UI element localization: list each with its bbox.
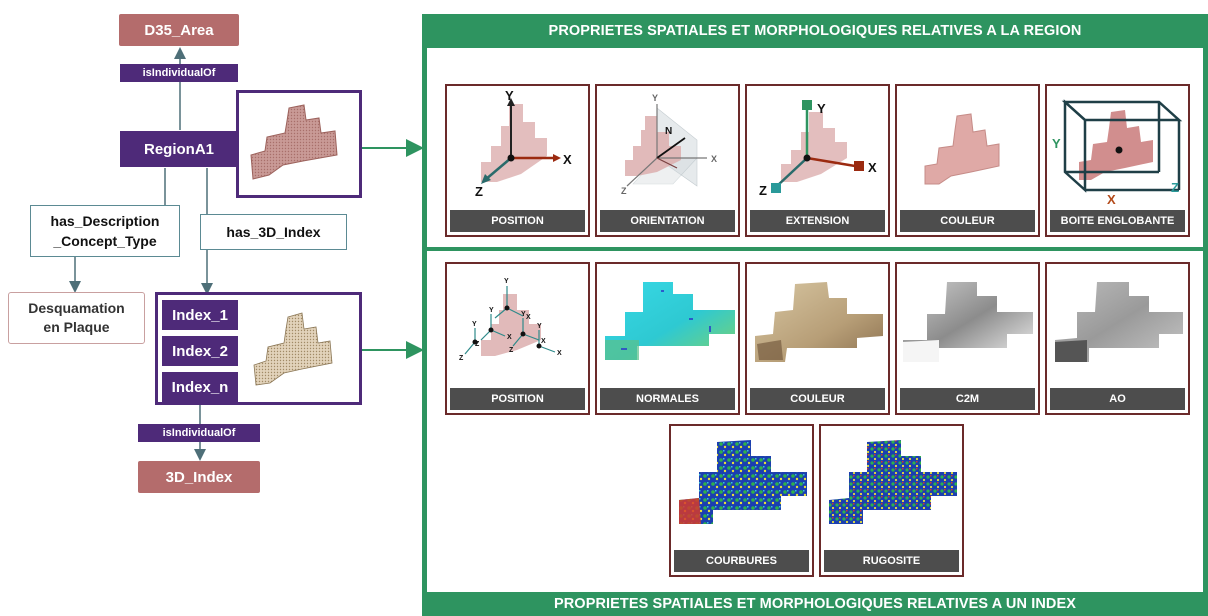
index-2-node: Index_2 — [162, 336, 238, 366]
svg-text:Y: Y — [537, 323, 542, 330]
region-couleur-label: COULEUR — [900, 210, 1035, 232]
region-panel-title: PROPRIETES SPATIALES ET MORPHOLOGIQUES R… — [548, 23, 1082, 39]
ext-axis-z-label: Z — [759, 183, 767, 198]
index-1-node: Index_1 — [162, 300, 238, 330]
index-normales-label: NORMALES — [600, 388, 735, 410]
index-rugosite-label: RUGOSITE — [824, 550, 959, 572]
region-extension-image: Y X Z — [759, 100, 877, 198]
index-normales-image — [605, 282, 735, 360]
region-bbox-label: BOITE ENGLOBANTE — [1050, 210, 1185, 232]
region-position-image: Y X Z — [475, 88, 572, 199]
ext-axis-x-label: X — [868, 160, 877, 175]
d35-area-node: D35_Area — [119, 14, 239, 46]
index-ao-label: AO — [1050, 388, 1185, 410]
index-panel-title: PROPRIETES SPATIALES ET MORPHOLOGIQUES R… — [553, 596, 1077, 612]
index-rugosite-card: RUGOSITE — [819, 424, 964, 577]
svg-text:Y: Y — [472, 321, 477, 328]
index-courbures-card: COURBURES — [669, 424, 814, 577]
svg-text:Z: Z — [621, 186, 627, 196]
region-couleur-card: COULEUR — [895, 84, 1040, 237]
is-individual-of-top-label: isIndividualOf — [142, 67, 216, 79]
svg-text:Z: Z — [459, 355, 464, 362]
index-courbures-label: COURBURES — [674, 550, 809, 572]
has-description-line1: has_Description — [50, 213, 160, 229]
region-bbox-image: Y X Z — [1052, 99, 1183, 207]
region-extension-card: Y X Z EXTENSION — [745, 84, 890, 237]
svg-text:Z: Z — [509, 347, 514, 354]
svg-text:X: X — [711, 154, 717, 164]
desquamation-line2: en Plaque — [43, 319, 110, 335]
index-2-label: Index_2 — [172, 342, 228, 360]
index-c2m-image — [903, 282, 1033, 362]
index-panel-banner: PROPRIETES SPATIALES ET MORPHOLOGIQUES R… — [422, 592, 1208, 616]
svg-text:X: X — [507, 334, 512, 341]
index-n-node: Index_n — [162, 372, 238, 402]
region-extension-label: EXTENSION — [750, 210, 885, 232]
index-couleur-card: COULEUR — [745, 262, 890, 415]
region-couleur-image — [924, 113, 1000, 185]
region-orientation-image: Y X Z N — [621, 93, 717, 196]
axis-z-label: Z — [475, 184, 483, 199]
is-individual-of-bottom-tag: isIndividualOf — [138, 424, 260, 442]
svg-text:X: X — [526, 314, 531, 321]
region-bbox-card: Y X Z BOITE ENGLOBANTE — [1045, 84, 1190, 237]
axis-x-label: X — [563, 152, 572, 167]
three-d-index-label: 3D_Index — [165, 468, 233, 486]
region-panel-banner: PROPRIETES SPATIALES ET MORPHOLOGIQUES R… — [422, 14, 1208, 48]
index-normales-card: NORMALES — [595, 262, 740, 415]
region-node: RegionA1 — [120, 131, 238, 167]
svg-text:Y: Y — [504, 278, 509, 285]
index-courbures-image — [679, 440, 807, 524]
bbox-axis-x-label: X — [1107, 192, 1116, 207]
index-ao-card: AO — [1045, 262, 1190, 415]
d35-area-label: D35_Area — [144, 21, 214, 39]
index-rugosite-image — [829, 440, 957, 524]
svg-text:Y: Y — [489, 307, 494, 314]
region-orientation-card: Y X Z N ORIENTATION — [595, 84, 740, 237]
index-1-label: Index_1 — [172, 306, 228, 324]
desquamation-node: Desquamation en Plaque — [8, 292, 145, 344]
region-position-card: Y X Z POSITION — [445, 84, 590, 237]
index-couleur-image — [755, 282, 883, 362]
region-position-label: POSITION — [450, 210, 585, 232]
has-description-concept-type-node: has_Description _Concept_Type — [30, 205, 180, 257]
index-thumbnail — [253, 312, 333, 386]
svg-text:Y: Y — [652, 93, 658, 103]
svg-text:X: X — [557, 350, 562, 357]
index-c2m-card: C2M — [895, 262, 1040, 415]
properties-frame — [422, 14, 1208, 616]
three-d-index-node: 3D_Index — [138, 461, 260, 493]
svg-text:Z: Z — [475, 341, 480, 348]
index-group: Index_1 Index_2 Index_n — [155, 292, 362, 405]
index-position-label: POSITION — [450, 388, 585, 410]
index-couleur-label: COULEUR — [750, 388, 885, 410]
has-3d-index-label: has_3D_Index — [226, 224, 321, 240]
svg-text:X: X — [541, 338, 546, 345]
has-description-line2: _Concept_Type — [53, 233, 157, 249]
region-orientation-label: ORIENTATION — [600, 210, 735, 232]
svg-text:Y: Y — [521, 311, 526, 318]
is-individual-of-top-tag: isIndividualOf — [120, 64, 238, 82]
has-3d-index-node: has_3D_Index — [200, 214, 347, 250]
ext-axis-y-label: Y — [817, 101, 826, 116]
axis-y-label: Y — [505, 88, 514, 103]
panel-divider — [422, 247, 1208, 251]
region-label: RegionA1 — [143, 140, 214, 158]
index-c2m-label: C2M — [900, 388, 1035, 410]
is-individual-of-bottom-label: isIndividualOf — [162, 427, 236, 439]
bbox-axis-y-label: Y — [1052, 136, 1061, 151]
bbox-axis-z-label: Z — [1171, 180, 1179, 195]
region-thumbnail — [236, 90, 362, 198]
desquamation-line1: Desquamation — [28, 300, 125, 316]
index-n-label: Index_n — [171, 378, 229, 396]
axis-n-label: N — [665, 126, 672, 137]
index-ao-image — [1055, 282, 1183, 362]
